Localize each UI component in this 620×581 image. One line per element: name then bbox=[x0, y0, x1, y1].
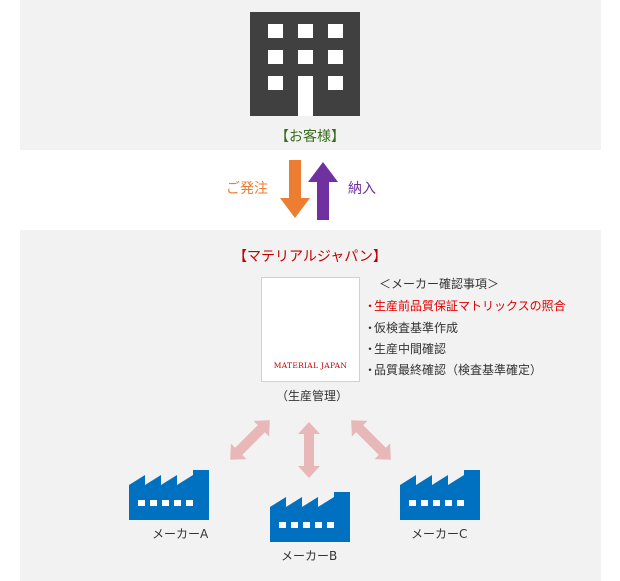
link-arrow-a bbox=[230, 420, 270, 460]
company-label: 【マテリアルジャパン】 bbox=[233, 249, 387, 265]
checklist-title: ＜メーカー確認事項＞ bbox=[379, 277, 500, 291]
checklist-item: ・品質最終確認（検査基準確定） bbox=[364, 363, 543, 377]
factory-icon bbox=[270, 492, 350, 542]
factory-icon bbox=[129, 470, 209, 520]
link-arrow-b bbox=[298, 422, 320, 478]
delivery-arrow bbox=[308, 162, 338, 220]
checklist-item: ・生産中間確認 bbox=[364, 342, 447, 356]
maker-a-label: メーカーA bbox=[152, 527, 209, 541]
maker-b-label: メーカーB bbox=[281, 549, 338, 563]
logo-text: MATERIAL JAPAN bbox=[273, 361, 348, 370]
maker-c-label: メーカーC bbox=[411, 527, 468, 541]
order-arrow bbox=[280, 160, 310, 218]
company-logo-box: MATERIAL JAPAN bbox=[261, 277, 360, 382]
customer-label: 【お客様】 bbox=[275, 129, 345, 145]
link-arrow-c bbox=[351, 420, 391, 460]
office-building-icon bbox=[250, 12, 360, 116]
order-label: ご発注 bbox=[226, 181, 268, 197]
production-management-label: （生産管理） bbox=[276, 389, 349, 403]
checklist-item: ・仮検査基準作成 bbox=[364, 321, 459, 335]
checklist-item: ・生産前品質保証マトリックスの照合 bbox=[364, 299, 566, 313]
link-arrows bbox=[230, 420, 391, 478]
factory-icon bbox=[400, 470, 480, 520]
delivery-label: 納入 bbox=[348, 181, 376, 197]
